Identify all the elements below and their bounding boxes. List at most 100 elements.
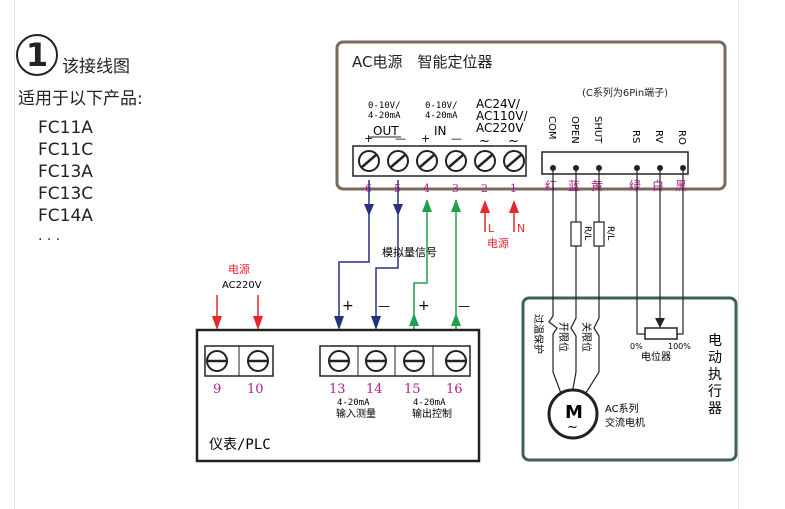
plc-terminal-number: 13 bbox=[329, 382, 346, 397]
plc-terminal-number: 9 bbox=[213, 382, 221, 397]
product-item: FC11C bbox=[38, 140, 94, 160]
product-item-more: . . . bbox=[38, 228, 61, 244]
overheat-protection-label: 过温保护 bbox=[532, 314, 545, 354]
wire-color-label: 红 bbox=[545, 178, 557, 193]
plc-output-plus: + bbox=[418, 298, 430, 314]
power-l-label: L bbox=[488, 222, 495, 235]
plc-power-label: 电源 bbox=[228, 262, 250, 276]
in-plus: + bbox=[421, 132, 430, 145]
power-range-line1: AC24V/ bbox=[476, 97, 521, 111]
positioner-title: AC电源 智能定位器 bbox=[352, 53, 492, 71]
plc-screw-terminal[interactable] bbox=[328, 350, 350, 372]
motor-label-line2: 交流电机 bbox=[605, 416, 645, 429]
plc-input-label: 输入测量 bbox=[336, 407, 376, 420]
motor-label-line1: AC系列 bbox=[605, 402, 639, 415]
close-limit-label: 关限位 bbox=[580, 322, 593, 352]
in-range-line2: 4-20mA bbox=[425, 111, 458, 121]
motor-symbol: M bbox=[565, 402, 583, 423]
terminal-number: 3 bbox=[452, 182, 459, 195]
wire-color-label: 蓝 bbox=[568, 179, 580, 193]
screw-terminal[interactable] bbox=[503, 150, 525, 172]
diagram-title: 该接线图 bbox=[62, 57, 130, 77]
resistor bbox=[570, 221, 582, 247]
power-range-line3: AC220V bbox=[476, 121, 524, 135]
pin-connector bbox=[541, 151, 689, 175]
out-minus: — bbox=[395, 132, 406, 145]
diagram-subtitle: 适用于以下产品: bbox=[18, 89, 143, 109]
plc-screw-terminal[interactable] bbox=[247, 350, 269, 372]
wire-color-label: 绿 bbox=[629, 178, 641, 193]
terminal-number: 4 bbox=[423, 182, 430, 195]
screw-terminal[interactable] bbox=[387, 150, 409, 172]
screw-terminal[interactable] bbox=[416, 150, 438, 172]
plc-input-minus: — bbox=[378, 299, 390, 313]
plc-terminal-number: 10 bbox=[247, 382, 264, 397]
power-tilde-2: ~ bbox=[508, 134, 519, 149]
positioner-terminal-strip bbox=[352, 145, 527, 177]
motor-tilde: ~ bbox=[567, 420, 578, 435]
plc-screw-terminal[interactable] bbox=[445, 350, 467, 372]
step-number-badge: 1 bbox=[16, 34, 58, 76]
out-plus: + bbox=[364, 132, 373, 145]
page-border-left bbox=[14, 0, 15, 509]
actuator-title-char: 动 bbox=[708, 350, 722, 366]
actuator-title-char: 电 bbox=[708, 333, 722, 349]
actuator-title-char: 器 bbox=[708, 401, 722, 417]
connector-pin[interactable] bbox=[634, 165, 640, 171]
in-range-line1: 0-10V/ bbox=[425, 101, 458, 111]
plc-terminal-number: 14 bbox=[366, 382, 383, 397]
open-limit-label: 开限位 bbox=[557, 322, 570, 352]
plc-output-range: 4-20mA bbox=[413, 398, 446, 408]
plc-input-plus: + bbox=[342, 298, 354, 314]
connector-pin[interactable] bbox=[573, 165, 579, 171]
plc-screw-terminal[interactable] bbox=[403, 350, 425, 372]
actuator-box bbox=[521, 296, 738, 462]
out-label: OUT bbox=[373, 124, 399, 138]
connector-pin[interactable] bbox=[657, 165, 663, 171]
resistor-label: R/L bbox=[582, 226, 592, 240]
actuator-title-char: 执 bbox=[708, 367, 722, 383]
wire-color-label: 黑 bbox=[675, 179, 687, 193]
pot-label: 电位器 bbox=[641, 350, 671, 363]
plc-terminal-number: 15 bbox=[404, 382, 421, 397]
wire-color-label: 白 bbox=[652, 178, 664, 193]
plc-screw-terminal[interactable] bbox=[365, 350, 387, 372]
pin-label-com: COM bbox=[546, 116, 557, 139]
resistor-label: R/L bbox=[605, 226, 615, 240]
screw-terminal[interactable] bbox=[474, 150, 496, 172]
connector-pin[interactable] bbox=[596, 165, 602, 171]
power-range-line2: AC110V/ bbox=[476, 109, 528, 123]
actuator-title-char: 行 bbox=[708, 384, 722, 400]
product-item: FC14A bbox=[38, 206, 93, 226]
product-item: FC13C bbox=[38, 184, 94, 204]
out-range-line2: 4-20mA bbox=[368, 111, 401, 121]
plc-terminal-number: 16 bbox=[446, 382, 463, 397]
plc-power-voltage: AC220V bbox=[222, 280, 262, 291]
terminal-number: 1 bbox=[510, 182, 517, 195]
wire-color-label: 黄 bbox=[591, 179, 603, 193]
terminal-number: 2 bbox=[481, 182, 488, 195]
analog-signal-label: 模拟量信号 bbox=[382, 245, 437, 259]
connector-pin[interactable] bbox=[550, 165, 556, 171]
plc-input-range: 4-20mA bbox=[337, 398, 370, 408]
power-tilde-1: ~ bbox=[479, 134, 490, 149]
page-border-right bbox=[738, 0, 739, 509]
power-n-label: N bbox=[517, 222, 525, 235]
pin-label-rs: RS bbox=[630, 130, 641, 143]
pin-label-open: OPEN bbox=[569, 116, 580, 144]
screw-terminal[interactable] bbox=[445, 150, 467, 172]
pin-note: (C系列为6Pin端子) bbox=[582, 86, 668, 99]
potentiometer bbox=[644, 327, 678, 340]
pot-min-label: 0% bbox=[630, 342, 643, 351]
plc-screw-terminal[interactable] bbox=[206, 350, 228, 372]
pin-label-rv: RV bbox=[653, 130, 664, 143]
product-item: FC13A bbox=[38, 162, 93, 182]
plc-output-minus: — bbox=[458, 299, 470, 313]
plc-output-label: 输出控制 bbox=[412, 407, 452, 420]
pin-label-shut: SHUT bbox=[592, 116, 603, 144]
out-range-line1: 0-10V/ bbox=[368, 101, 401, 111]
connector-pin[interactable] bbox=[680, 165, 686, 171]
screw-terminal[interactable] bbox=[358, 150, 380, 172]
pot-max-label: 100% bbox=[668, 342, 691, 351]
